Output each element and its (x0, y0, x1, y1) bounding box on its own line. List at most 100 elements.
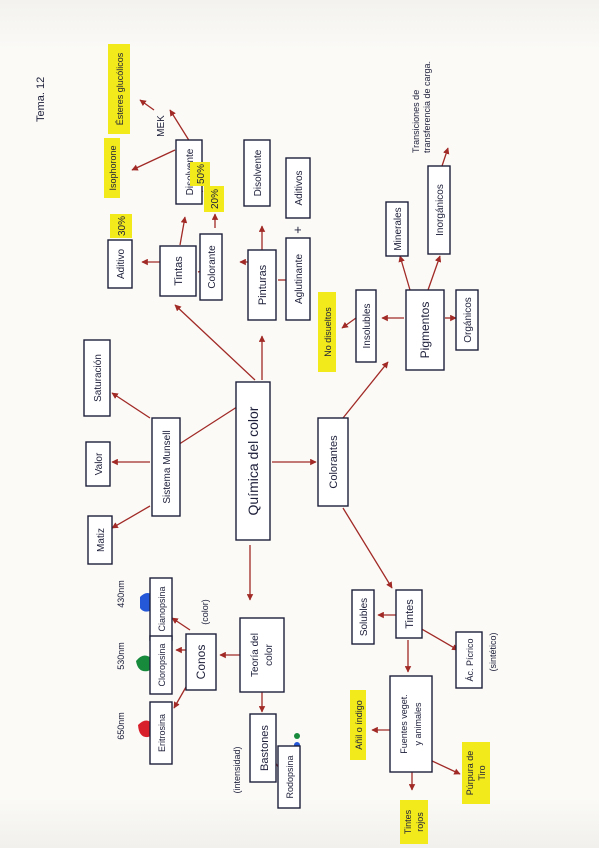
tag-esteres-label: Ésteres glucólicos (115, 52, 125, 125)
tag-purpura: Púrpura de Tiro (462, 742, 490, 804)
node-insolubles: Insolubles (355, 289, 377, 363)
node-teoria-label-1: Teoría del (250, 633, 261, 677)
edge-tintas-disolvente (179, 216, 188, 246)
note-transiciones-text: Transiciones de transferencia de carga. (411, 60, 432, 153)
green-dot-swatch (294, 733, 300, 739)
node-organicos: Orgánicos (455, 289, 479, 351)
tag-aditivo-pct: 30% (110, 214, 132, 238)
node-valor-label: Valor (94, 452, 105, 475)
node-minerales: Minerales (385, 201, 409, 257)
node-tintas-label: Tintas (173, 256, 185, 286)
node-cloropsina: Cloropsina (149, 635, 173, 695)
tag-anil-label: Añil o índigo (354, 700, 364, 750)
edge-tintes-acpicrico (419, 627, 459, 651)
node-tintes: Tintes (395, 589, 423, 639)
edge-munsell-saturacion (111, 392, 151, 419)
label-color-paren: (color) (200, 599, 210, 625)
node-aditivo-label: Aditivo (116, 249, 127, 279)
tag-no-disueltos: No disueltos (318, 292, 336, 372)
label-eritrosina-nm: 650nm (116, 712, 126, 740)
tag-disolvente-pct-label: 50% (196, 164, 207, 184)
tag-colorante-pct: 20% (204, 186, 224, 212)
node-teoria: Teoría del color (239, 617, 285, 693)
node-matiz-label: Matiz (96, 528, 107, 552)
node-cianopsina-label: Cianopsina (157, 586, 167, 631)
node-teoria-label-2: color (264, 643, 275, 665)
tag-tintes-rojos: Tintes rojos (400, 800, 428, 844)
node-eritrosina: Eritrosina (149, 701, 173, 765)
tag-isophorone-label: Isophorone (108, 145, 118, 190)
node-conos: Conos (185, 633, 217, 691)
node-colorantes: Colorantes (317, 417, 349, 507)
node-bastones: Bastones (249, 713, 277, 783)
node-matiz: Matiz (87, 515, 113, 565)
tag-purpura-label-2: Tiro (477, 765, 487, 780)
node-solubles-label: Solubles (359, 598, 370, 636)
tag-purpura-label-1: Púrpura de (465, 751, 475, 796)
edge-colorantes-pigmentos (342, 361, 389, 419)
node-bastones-label: Bastones (259, 725, 271, 771)
edge-insolubles-nodisueltos (341, 317, 357, 329)
edge-munsell-matiz (111, 505, 151, 529)
node-colorante-tinta-label: Colorante (207, 245, 218, 289)
node-disolvente-pintura: Disolvente (243, 139, 271, 207)
edge-mek-esteres (139, 99, 155, 111)
node-organicos-label: Orgánicos (463, 297, 474, 343)
node-acpicrico: Ác. Pícrico (455, 631, 483, 689)
node-aglutinante: Aglutinante (285, 237, 311, 321)
node-valor: Valor (85, 441, 111, 487)
label-intensidad: (intensidad) (232, 746, 242, 793)
tag-aditivo-pct-label: 30% (117, 216, 128, 236)
node-aditivo: Aditivo (107, 239, 133, 289)
tag-tintes-rojos-label-2: rojos (415, 812, 425, 832)
node-pigmentos-label: Pigmentos (418, 302, 432, 359)
node-pinturas: Pinturas (247, 249, 277, 321)
node-fuentes: Fuentes veget. y animales (389, 675, 433, 773)
node-pigmentos: Pigmentos (405, 289, 445, 371)
node-conos-label: Conos (194, 645, 208, 680)
tag-no-disueltos-label: No disueltos (323, 307, 333, 357)
edge-center-munsell (169, 404, 241, 451)
edge-fuentes-purpura (429, 759, 461, 775)
edge-pigmentos-inorganicos (427, 255, 442, 291)
node-eritrosina-label: Eritrosina (157, 714, 167, 752)
node-rodopsina: Rodopsina (277, 745, 301, 809)
label-cianopsina-nm: 430nm (116, 580, 126, 608)
node-inorganicos: Inorgánicos (427, 165, 451, 255)
label-sintetico: (sintético) (488, 632, 498, 671)
node-inorganicos-label: Inorgánicos (435, 184, 446, 236)
node-aglutinante-label: Aglutinante (294, 254, 305, 304)
node-aditivos-label: Aditivos (294, 170, 305, 205)
edge-inorganicos-transiciones (441, 147, 450, 167)
node-aditivos: Aditivos (285, 157, 311, 219)
label-mek: MEK (156, 115, 167, 137)
edge-disolvente-mek (169, 109, 191, 143)
node-insolubles-label: Insolubles (362, 303, 373, 348)
node-fuentes-label-1: Fuentes veget. (399, 694, 409, 754)
edge-pigmentos-minerales (398, 255, 411, 291)
node-disolvente-pintura-label: Disolvente (253, 149, 264, 196)
tag-esteres: Ésteres glucólicos (108, 44, 130, 134)
node-colorante-tinta: Colorante (199, 233, 223, 301)
edge-center-tintas (174, 304, 256, 381)
tag-colorante-pct-label: 20% (210, 189, 221, 209)
edge-conos-cianopsina (171, 617, 191, 631)
node-munsell-label: Sistema Munsell (162, 430, 173, 503)
node-fuentes-label-2: y animales (413, 702, 423, 746)
edge-disolvente-isophorone (131, 149, 176, 171)
note-transiciones: Transiciones de transferencia de carga. (411, 60, 432, 153)
central-node: Química del color (235, 381, 271, 541)
node-cloropsina-label: Cloropsina (157, 643, 167, 686)
node-acpicrico-label: Ác. Pícrico (465, 638, 475, 681)
node-colorantes-label: Colorantes (328, 435, 340, 489)
plus-sign: + (290, 226, 305, 234)
node-tintas: Tintas (159, 245, 197, 297)
node-cianopsina: Cianopsina (149, 577, 173, 641)
tag-isophorone: Isophorone (104, 138, 120, 198)
page-header: Tema. 12 (35, 77, 47, 122)
node-minerales-label: Minerales (393, 207, 404, 250)
green-pigment-swatch (136, 655, 154, 672)
node-munsell: Sistema Munsell (151, 417, 181, 517)
